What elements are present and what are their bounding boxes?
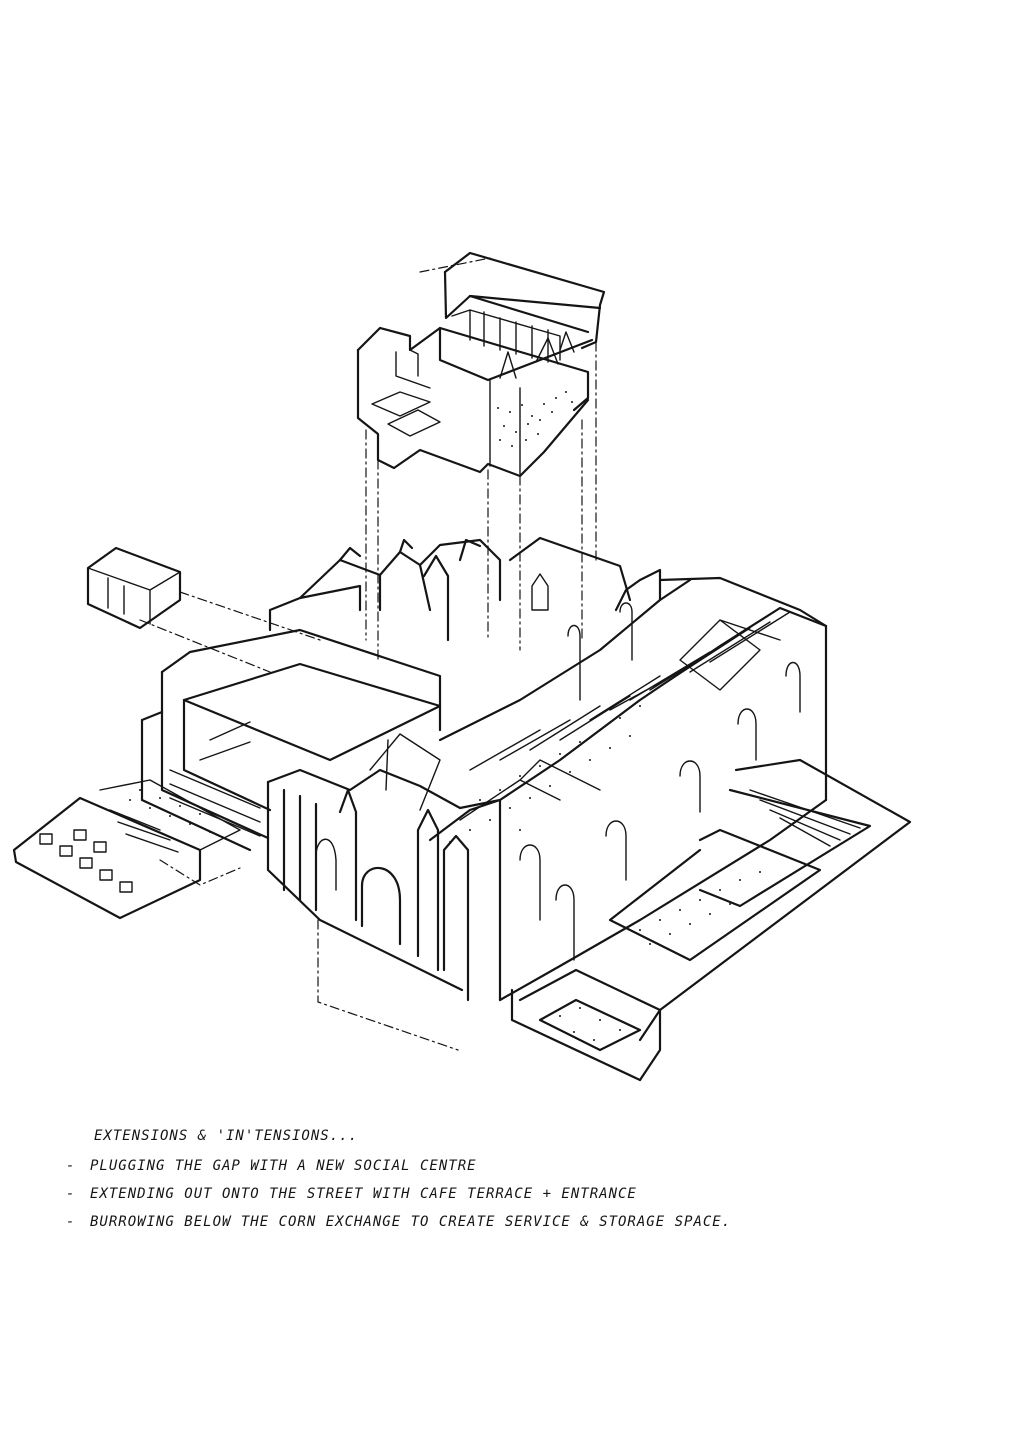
existing-building [140,536,662,852]
street-terraces [510,758,912,1082]
axonometric-sketch [12,251,912,1082]
annotation-item: - BURROWING BELOW THE CORN EXCHANGE TO C… [66,1214,966,1230]
annotation-block: EXTENSIONS & 'IN'TENSIONS... - PLUGGING … [66,1128,966,1242]
bullet-dash: - [66,1214,76,1230]
exploded-social-centre-block [356,251,606,478]
stipple-floor-upper [497,391,573,447]
stipple-forecourt [129,789,211,833]
corn-exchange-facade [266,768,828,1002]
projection-lines [139,257,597,1051]
annotation-item-text: PLUGGING THE GAP WITH A NEW SOCIAL CENTR… [90,1158,477,1174]
annotation-item-text: EXTENDING OUT ONTO THE STREET WITH CAFE … [90,1186,637,1202]
bullet-dash: - [66,1158,76,1174]
annotation-item-text: BURROWING BELOW THE CORN EXCHANGE TO CRE… [90,1214,732,1230]
cafe-seating [12,779,241,920]
annex-pavilion [86,546,182,630]
long-hall [369,576,828,961]
annotation-title: EXTENSIONS & 'IN'TENSIONS... [94,1128,359,1144]
annotation-item: - PLUGGING THE GAP WITH A NEW SOCIAL CEN… [66,1158,966,1174]
stipple-hall-roof [449,705,641,843]
annotation-item: - EXTENDING OUT ONTO THE STREET WITH CAF… [66,1186,966,1202]
bullet-dash: - [66,1186,76,1202]
stipple-terraces [559,871,761,1041]
